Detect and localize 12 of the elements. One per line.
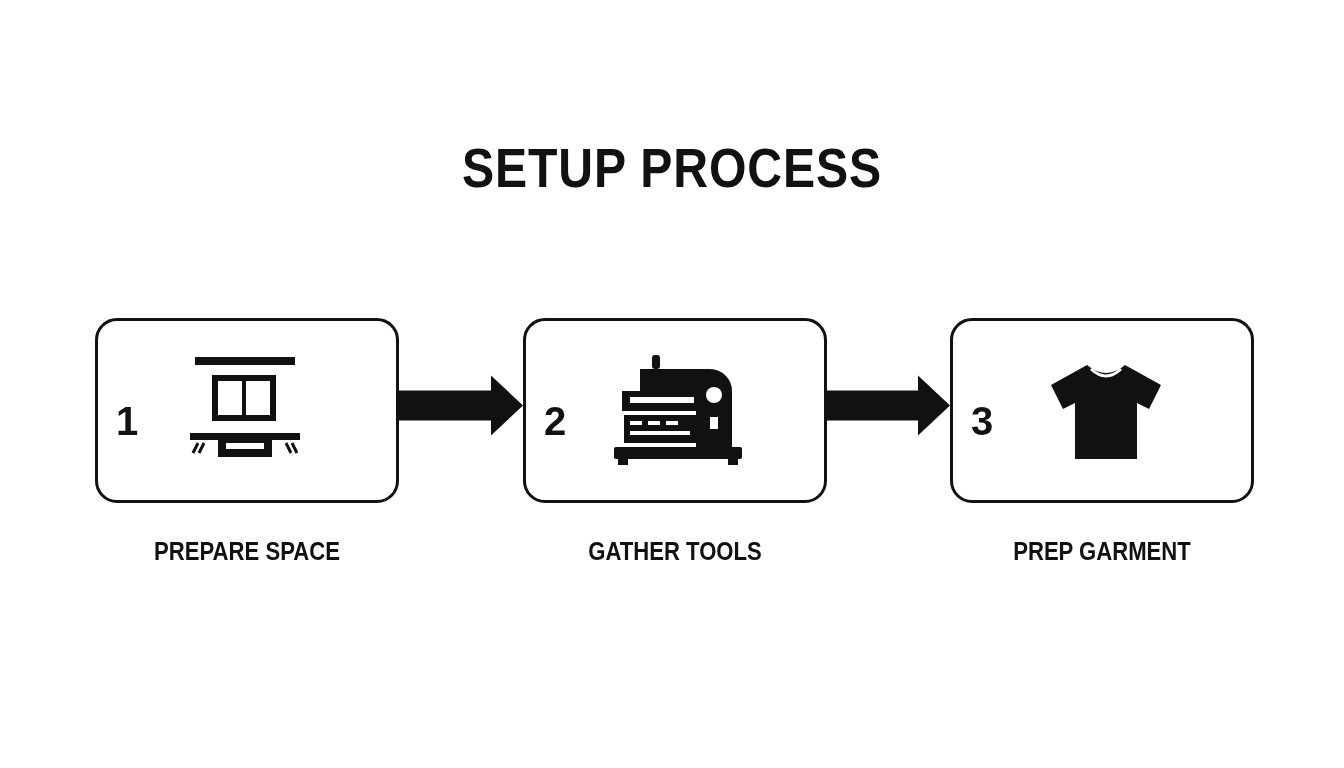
step-box (95, 318, 399, 503)
step-label: PREPARE SPACE (153, 536, 341, 566)
step-box (950, 318, 1254, 503)
title: SETUP PROCESS (461, 135, 883, 200)
block-arrow (399, 375, 523, 436)
step-label: GATHER TOOLS (587, 536, 763, 566)
step-label: PREP GARMENT (1012, 536, 1192, 566)
step-number: 1 (116, 401, 139, 441)
step-number: 3 (971, 401, 994, 441)
step-box (523, 318, 827, 503)
step-number: 2 (544, 401, 567, 441)
block-arrow (827, 375, 950, 436)
